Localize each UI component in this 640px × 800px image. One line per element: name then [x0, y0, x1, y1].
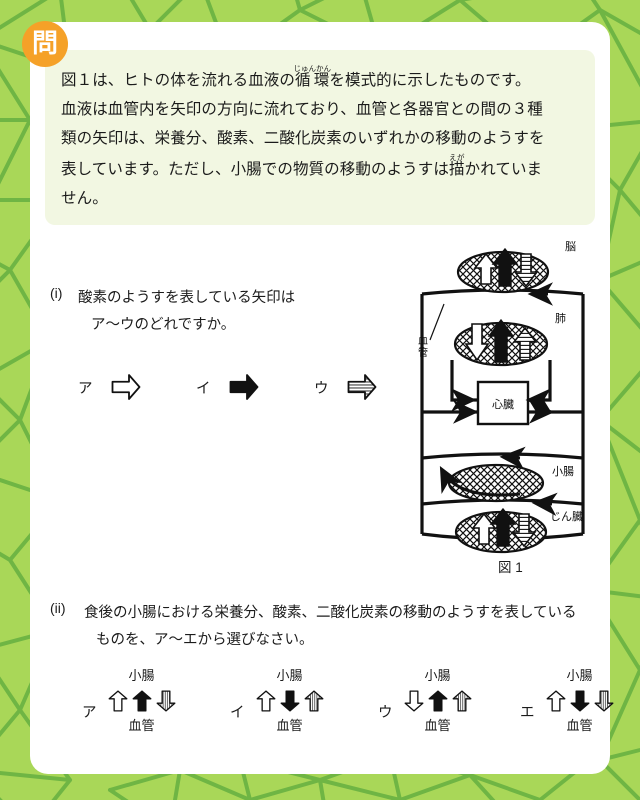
choice-arrow-group [107, 686, 177, 716]
figure-circulation-diagram: 心臓 血 管 脳 肺 小腸 じん臓 [418, 240, 585, 554]
choice-i-イ[interactable]: イ [196, 372, 265, 402]
arrow-hatched-up-icon [452, 690, 471, 712]
question-ii: (ii) 食後の小腸における栄養分、酸素、二酸化炭素の移動のようすを表している … [50, 600, 577, 654]
question-i-line: 酸素のようすを表している矢印は [78, 290, 296, 306]
organ-small-intestine-label: 小腸 [552, 465, 574, 478]
choice-ii-label: エ [520, 704, 535, 721]
arrow-hatched-down-icon [594, 690, 613, 712]
question-badge: 問 [22, 21, 68, 67]
question-i-line: ア～ウのどれですか。 [91, 317, 236, 333]
question-ii-choices: ア小腸血管イ小腸血管ウ小腸血管エ小腸血管 [60, 668, 613, 748]
organ-kidney-label: じん臓 [550, 510, 583, 523]
arrow-outline-down-icon [404, 690, 423, 712]
question-ii-line: 食後の小腸における栄養分、酸素、二酸化炭素の移動のようすを表している [84, 605, 577, 621]
choice-ii-label: イ [230, 704, 245, 721]
intro-line: 血液は血管内を矢印の方向に流れており、血管と各器官との間の３種 [61, 101, 543, 118]
choice-vessel-label: 血管 [424, 718, 451, 733]
arrow-outline-up-icon [108, 690, 127, 712]
question-ii-line: ものを、ア～エから選びなさい。 [96, 632, 314, 648]
choice-ii-diagram: 小腸血管 [107, 668, 177, 734]
organ-brain-label: 脳 [565, 240, 576, 253]
choice-organ-label: 小腸 [424, 668, 451, 683]
choice-ii-label: ウ [378, 704, 393, 721]
arrow-solid-up-icon [132, 690, 151, 712]
choice-i-ウ[interactable]: ウ [314, 372, 383, 402]
choice-ii-イ[interactable]: イ小腸血管 [230, 668, 325, 734]
choice-arrow-group [545, 686, 615, 716]
arrow-outline-right-icon [111, 374, 140, 400]
choice-vessel-label: 血管 [276, 718, 303, 733]
choice-organ-label: 小腸 [566, 668, 593, 683]
arrow-solid-down-icon [280, 690, 299, 712]
choice-ii-label: ア [82, 704, 97, 721]
choice-vessel-label: 血管 [128, 718, 155, 733]
question-i: (i) 酸素のようすを表している矢印は ア～ウのどれですか。 [50, 285, 390, 339]
choice-organ-label: 小腸 [276, 668, 303, 683]
choice-ii-diagram: 小腸血管 [255, 668, 325, 734]
choice-i-ア[interactable]: ア [78, 372, 147, 402]
question-ii-marker: (ii) [50, 600, 66, 616]
choice-arrow-group [403, 686, 473, 716]
svg-text:管: 管 [418, 346, 428, 359]
ruby-junkan: 循環じゅんかん [293, 64, 331, 89]
choice-vessel-label: 血管 [566, 718, 593, 733]
question-i-choices: アイウ [78, 372, 378, 406]
arrow-hatched-up-icon [304, 690, 323, 712]
figure-caption: 図 1 [498, 560, 523, 575]
arrow-hatched-down-icon [156, 690, 175, 712]
intro-line: せん。 [61, 190, 108, 207]
arrow-solid-right-icon [229, 374, 258, 400]
intro-line: 類の矢印は、栄養分、酸素、二酸化炭素のいずれかの移動のようすを [61, 130, 545, 147]
choice-ii-エ[interactable]: エ小腸血管 [520, 668, 615, 734]
choice-ii-ア[interactable]: ア小腸血管 [82, 668, 177, 734]
choice-i-label: ウ [314, 380, 329, 397]
question-i-marker: (i) [50, 285, 63, 301]
figure-vessel-label: 血 [418, 334, 428, 347]
choice-ii-ウ[interactable]: ウ小腸血管 [378, 668, 473, 734]
organ-heart-label: 心臓 [492, 398, 514, 411]
intro-prompt-box: 図１は、ヒトの体を流れる血液の循環じゅんかんを模式的に示したものです。 血液は血… [45, 50, 595, 225]
choice-ii-diagram: 小腸血管 [545, 668, 615, 734]
arrow-solid-up-icon [428, 690, 447, 712]
ruby-ega: 描えが [449, 153, 465, 178]
arrow-outline-up-icon [546, 690, 565, 712]
choice-ii-diagram: 小腸血管 [403, 668, 473, 734]
arrow-hatched-right-icon [347, 374, 376, 400]
choice-i-label: イ [196, 380, 211, 397]
intro-line: 図１は、ヒトの体を流れる血液の循環じゅんかんを模式的に示したものです。 [61, 64, 531, 89]
arrow-solid-down-icon [570, 690, 589, 712]
arrow-outline-up-icon [256, 690, 275, 712]
intro-line: 表しています。ただし、小腸での物質の移動のようすは描えがかれていま [61, 153, 543, 178]
organ-lung-label: 肺 [555, 312, 566, 325]
choice-i-label: ア [78, 380, 93, 397]
choice-arrow-group [255, 686, 325, 716]
choice-organ-label: 小腸 [128, 668, 155, 683]
